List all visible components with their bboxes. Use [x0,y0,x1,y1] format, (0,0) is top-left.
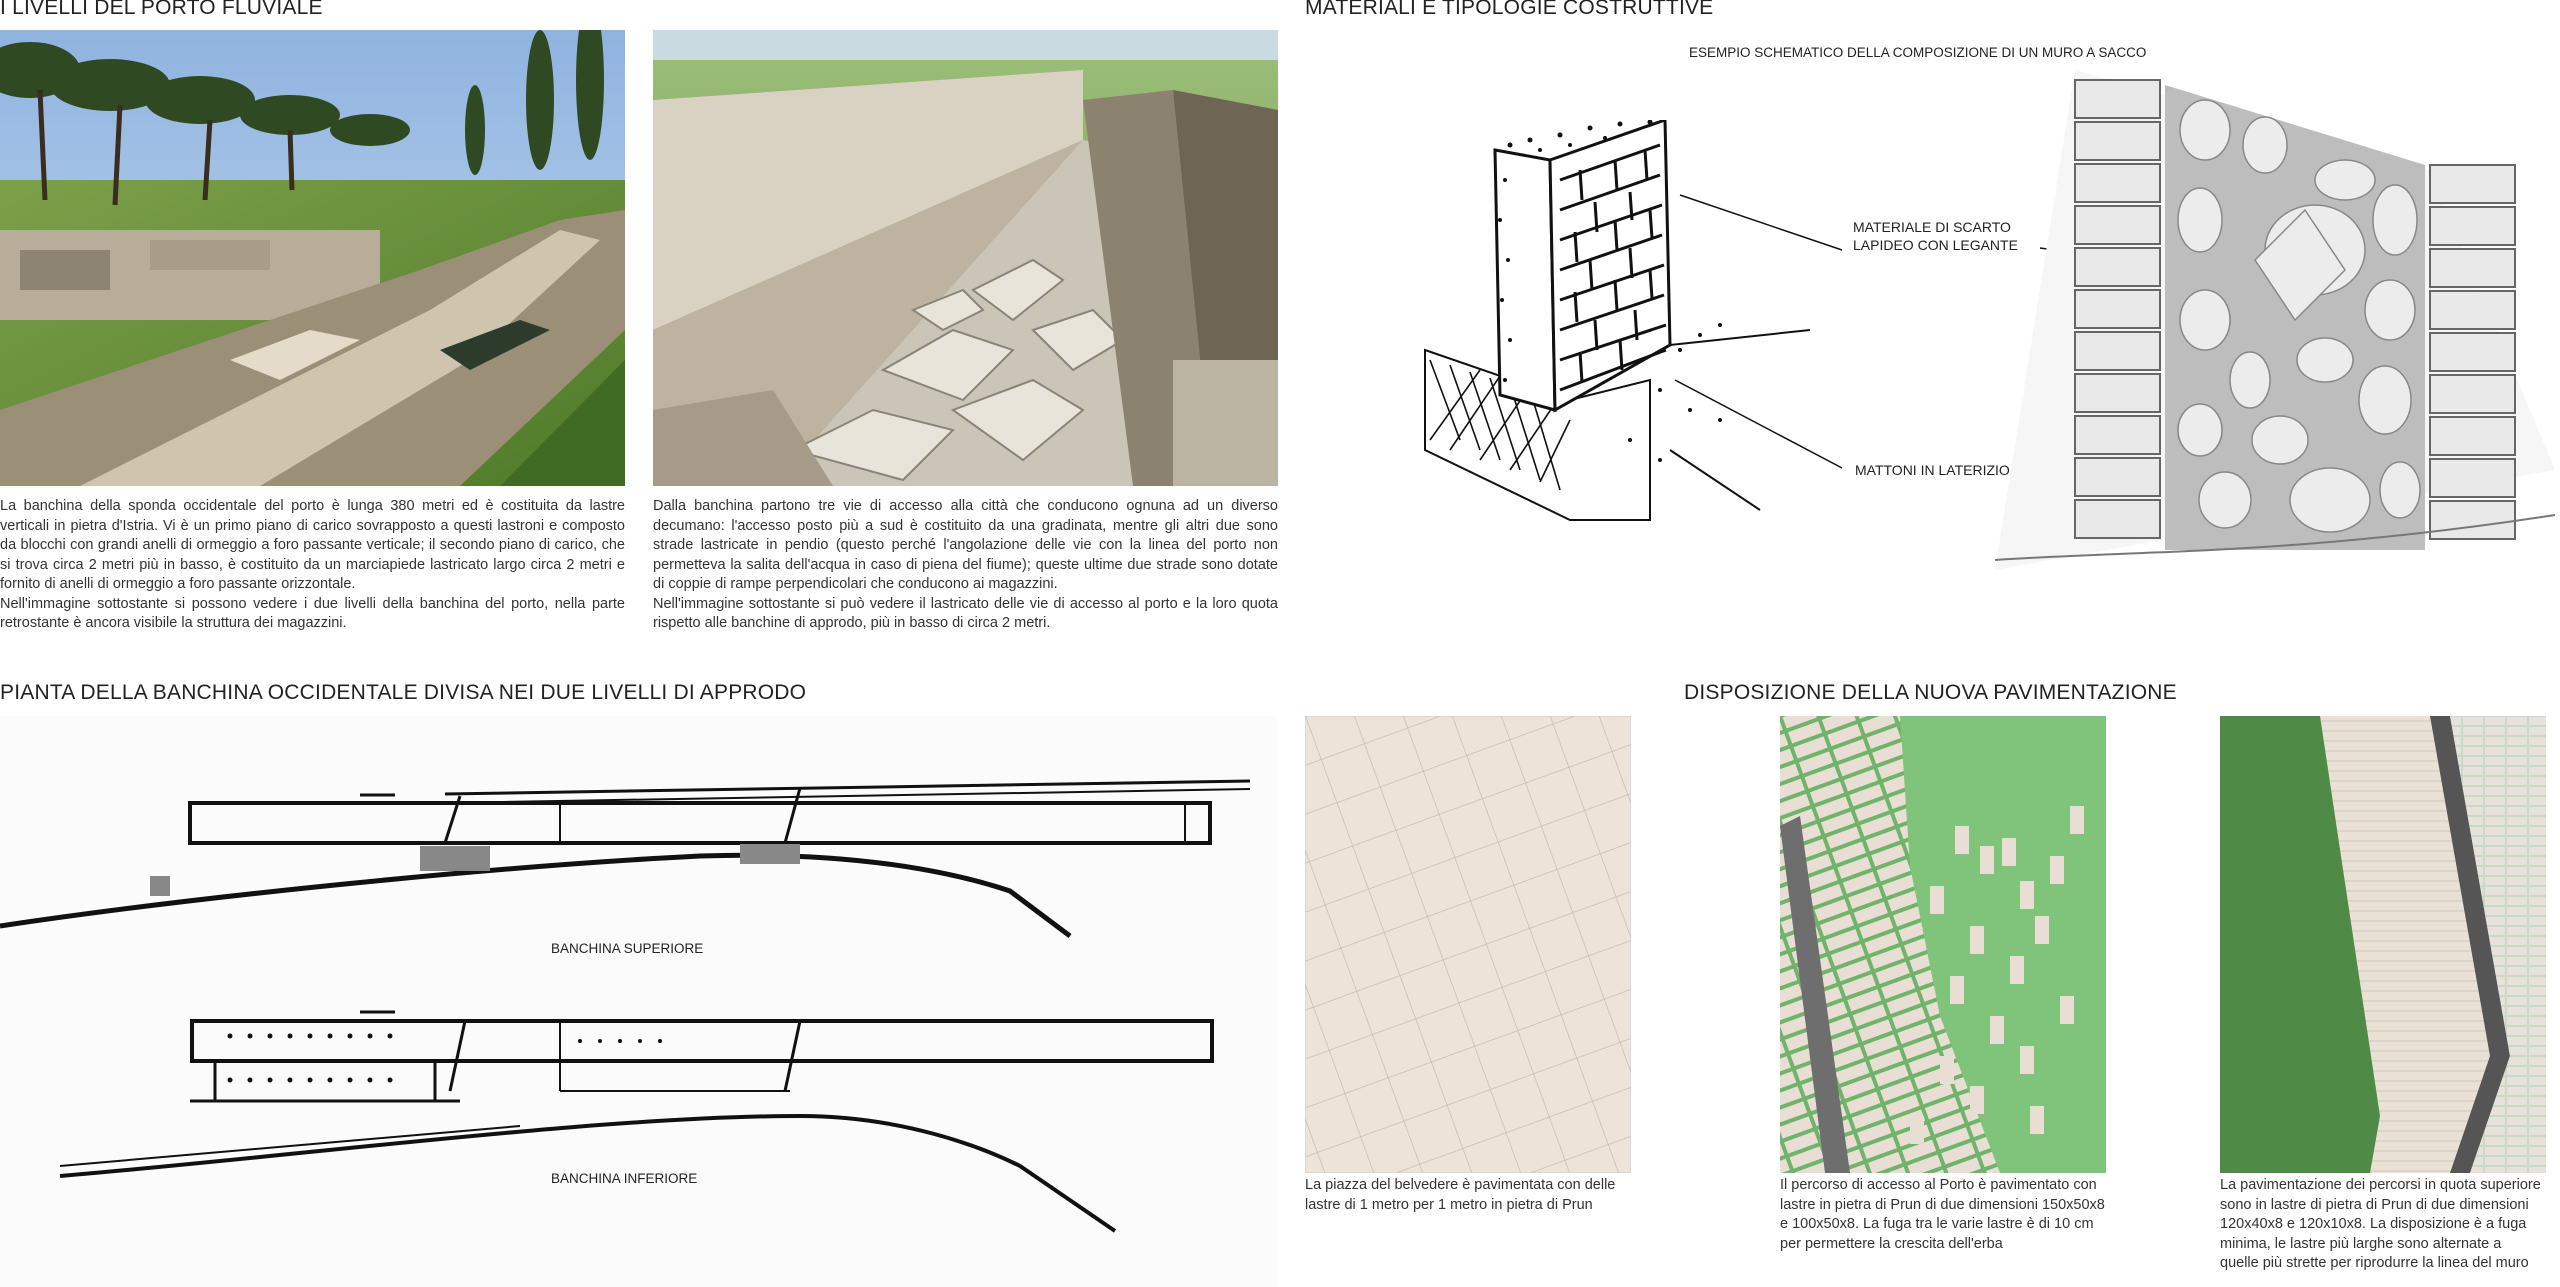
label-lower-bank: BANCHINA INFERIORE [551,1171,698,1186]
wall-schematic-drawing [1420,120,1820,530]
plan-title: PIANTA DELLA BANCHINA OCCIDENTALE DIVISA… [0,681,807,704]
label-scrap-material-line1: MATERIALE DI SCARTO [1853,219,2011,235]
paving-belvedere-swatch [1305,716,1631,1173]
paving-title: DISPOSIZIONE DELLA NUOVA PAVIMENTAZIONE [1684,681,2177,704]
materials-title: MATERIALI E TIPOLOGIE COSTRUTTIVE [1305,0,1714,19]
levels-caption-right: Dalla banchina partono tre vie di access… [653,497,1278,634]
access-road-photo [653,30,1278,486]
port-banks-photo [0,30,625,486]
materials-subtitle: ESEMPIO SCHEMATICO DELLA COMPOSIZIONE DI… [1689,45,2147,60]
levels-caption-right-p1: Dalla banchina partono tre vie di access… [653,498,1278,592]
levels-caption-left: La banchina della sponda occidentale del… [0,497,625,634]
levels-caption-right-p2: Nell'immagine sottostante si può vedere … [653,595,1278,632]
label-brick: MATTONI IN LATERIZIO [1855,462,2010,478]
wall-section-drawing [1995,70,2560,595]
levels-caption-left-p2: Nell'immagine sottostante si possono ved… [0,595,625,632]
paving-access-swatch [1780,716,2106,1173]
paving-caption-2: Il percorso di accesso al Porto è pavime… [1780,1177,2105,1252]
paving-caption-1: La piazza del belvedere è pavimentata co… [1305,1177,1616,1213]
quay-plan-drawing [0,716,1278,1287]
levels-title: I LIVELLI DEL PORTO FLUVIALE [0,0,323,19]
label-scrap-material-line2: LAPIDEO CON LEGANTE [1853,237,2018,253]
label-upper-bank: BANCHINA SUPERIORE [551,941,704,956]
paving-upper-paths-swatch [2220,716,2546,1173]
levels-caption-left-p1: La banchina della sponda occidentale del… [0,498,625,592]
paving-caption-3: La pavimentazione dei percorsi in quota … [2220,1177,2541,1271]
